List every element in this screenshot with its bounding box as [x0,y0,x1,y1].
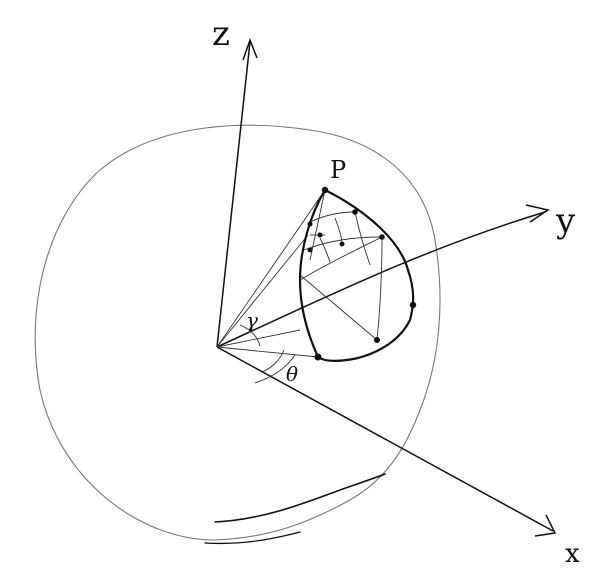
patch-dot [409,301,417,309]
angle-arc-lower [261,349,285,373]
angle-arc-upper [239,324,261,347]
sphere-bottom-stroke [214,473,386,523]
z-axis-arrowhead [242,37,258,61]
x-axis-label: x [565,539,580,569]
point-p-label: P [330,156,346,184]
cone-line-left [216,234,309,348]
patch-grid-8 [299,274,378,341]
patch-grid-1 [309,211,356,223]
patch-grid-9 [309,189,326,261]
patch-dot [317,232,323,238]
z-axis-label: z [212,14,230,54]
spherical-patch-left [298,189,326,358]
sphere-outline [34,124,441,541]
z-axis-line [216,41,251,348]
patch-dot [339,241,345,247]
cone-line-to-p [216,189,326,348]
patch-grid-2 [303,236,383,251]
patch-dot [374,337,380,343]
spherical-patch-right [317,189,415,362]
x-axis-line [216,346,554,532]
patch-dot [352,209,358,215]
patch-grid-3 [299,236,383,281]
patch-dot [307,221,313,227]
angle-lower-label: θ [286,362,298,386]
y-axis-arrowhead [525,204,550,223]
angle-arc-lower-2 [254,354,296,384]
patch-grid-7 [376,236,383,341]
patch-dot [307,247,313,253]
patch-grid-5 [319,237,331,263]
angle-upper-label: γ [246,308,258,332]
y-axis-label: y [555,201,576,241]
x-axis-arrowhead [534,514,557,537]
point-p-dot [321,186,329,194]
patch-dot [379,234,385,240]
patch-dot [314,353,322,361]
cone-line-mid [216,329,301,348]
y-axis-line [216,211,546,348]
cone-line-low [216,346,319,358]
patch-grid-4 [354,211,371,266]
sphere-bottom-stroke-2 [204,531,301,545]
